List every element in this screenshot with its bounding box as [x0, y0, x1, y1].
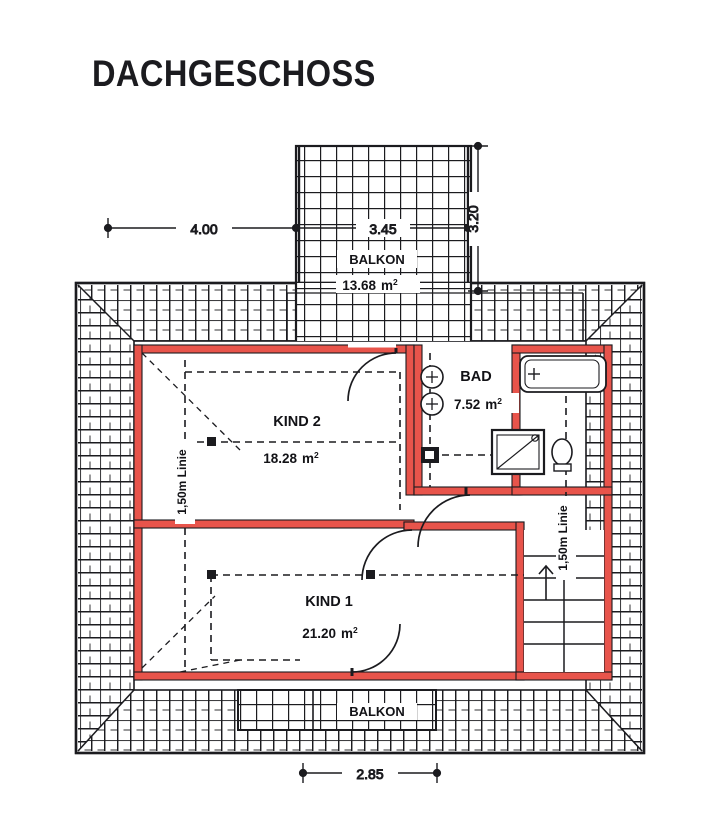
roof-post-3 [366, 570, 375, 579]
dim-2-85: 2.85 [298, 763, 442, 783]
wall-kind1-west [133, 527, 143, 681]
shower-diagonal [496, 434, 540, 470]
linie-left-label: 1,50m Linie [175, 449, 189, 515]
hip-ridge-bottom-right [585, 689, 643, 752]
doors-group [347, 342, 471, 676]
balkon-top-group [294, 144, 473, 293]
wall-bad-south [413, 486, 523, 496]
interior-walls-group [133, 344, 613, 681]
kind2-label: KIND 2 [273, 414, 321, 430]
dimensions-group: 4.00 3.45 3.20 2.85 [103, 141, 488, 783]
hip-ridge-bottom-left [77, 689, 135, 752]
dim-3-45-label: 3.45 [369, 221, 396, 237]
roof-slope-right [586, 285, 642, 751]
roof-post-2 [207, 570, 216, 579]
appliance-block-inner [425, 451, 434, 459]
dim-3-20-label: 3.20 [465, 205, 481, 232]
toilet-icon [551, 438, 573, 466]
wall-kind1-south [133, 671, 525, 681]
stair-up-arrow-icon [538, 564, 554, 600]
dim-2-85-label: 2.85 [356, 766, 383, 782]
door-kind1-swing-lower [351, 623, 401, 673]
dim-3-20: 3.20 [465, 141, 488, 296]
door-kind2-swing [347, 352, 397, 402]
balkon-bottom-outline [237, 689, 437, 731]
wall-kind2-east [405, 344, 415, 496]
balkon-top-deck [296, 146, 471, 291]
wall-kind2-west [133, 344, 143, 529]
toilet-cistern [553, 463, 572, 472]
door-kind1-swing [361, 529, 413, 581]
bathroom-fixtures-group [420, 355, 607, 476]
bathtub-icon [519, 355, 607, 393]
dim-4-00-label: 4.00 [190, 221, 217, 237]
bad-label: BAD [460, 369, 491, 385]
balkon-bottom-label: BALKON [349, 704, 405, 719]
wall-hall-east [515, 521, 525, 681]
hip-ridge-top-right [585, 284, 643, 342]
dim-4-00: 4.00 [103, 218, 301, 238]
balkon-bottom-label-group: BALKON [337, 703, 417, 720]
wall-bad-north [511, 344, 613, 354]
kind1-label: KIND 1 [305, 594, 353, 610]
wall-stair-south [515, 671, 613, 681]
roof-post-markers [207, 437, 375, 579]
roof-post-1 [207, 437, 216, 446]
linie-left-group: 1,50m Linie [175, 440, 195, 524]
balkon-top-label: BALKON [349, 252, 405, 267]
door-bad-swing [417, 494, 471, 548]
page-title: DACHGESCHOSS [92, 53, 376, 94]
bathtub-inner [524, 359, 600, 389]
roof-slope-left [78, 285, 134, 751]
shower-head [531, 434, 539, 442]
wall-bad-west [413, 344, 423, 496]
hip-ridge-top-left [77, 284, 135, 342]
shower-inner [496, 434, 540, 470]
wall-bad-south-right [511, 486, 613, 496]
wall-stair-east [603, 494, 613, 681]
linie-right-label: 1,50m Linie [556, 505, 570, 571]
slope-proj-kind2-tl [141, 352, 241, 451]
linie-right-group: 1,50m Linie [556, 496, 576, 580]
